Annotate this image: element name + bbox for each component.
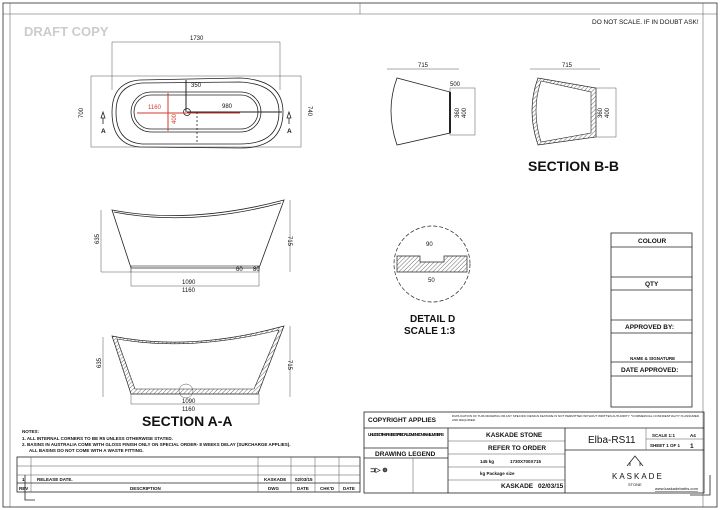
header-chkd: CHK'D — [320, 486, 335, 491]
dim-sectionb-depth: 715 — [562, 63, 573, 69]
note-line: ALL BASINS DO NOT COME WITH A WASTE FITT… — [29, 448, 144, 453]
rev-number: 1 — [22, 477, 25, 482]
dim-sectiona-base-inner: 1090 — [182, 399, 196, 405]
dim-sectionb-base-a: 360 — [598, 107, 604, 118]
rev-description: RELEASE DATE. — [37, 477, 73, 482]
weight-value: 145 kg — [480, 459, 494, 464]
brand-sub: STONE — [628, 482, 642, 487]
dim-detail-top: 90 — [426, 242, 433, 248]
product-size-value: 1730X700X715 — [510, 459, 542, 464]
drawing-legend-label: DRAWING LEGEND — [375, 451, 436, 458]
section-a-a-title: SECTION A-A — [142, 413, 232, 429]
approval-box: COLOUR QTY APPROVED BY: NAME & SIGNATURE… — [610, 232, 693, 408]
dim-end-base-a: 360 — [455, 107, 461, 118]
dim-side-base-inner: 1090 — [182, 280, 196, 286]
rev-date: 02/03/15 — [295, 477, 313, 482]
package-size-value: kg Package size — [480, 471, 515, 476]
dim-detail-bottom: 50 — [428, 278, 435, 284]
dim-side-base-outer: 1160 — [182, 288, 196, 294]
header-date-2: DATE — [343, 486, 355, 491]
header-date: DATE — [297, 486, 309, 491]
dim-end-top: 500 — [450, 82, 461, 88]
watermark: DRAFT COPY — [24, 24, 109, 39]
dim-sectiona-base-outer: 1160 — [182, 407, 196, 413]
scale-value: SCALE 1:1 — [652, 433, 676, 438]
dim-overall-length: 1730 — [190, 36, 204, 42]
website-link[interactable]: www.kaskadebaths.com — [655, 486, 699, 491]
dim-side-height-left: 635 — [95, 233, 101, 244]
brand-logo: KASKADE — [612, 472, 664, 481]
detail-d-scale: SCALE 1:3 — [404, 326, 456, 337]
dim-end-depth: 715 — [418, 63, 429, 69]
revision-value: 1 — [690, 443, 694, 450]
dim-width-left: 700 — [79, 107, 85, 118]
note-line: 2. BASINS IN AUSTRALIA COME WITH GLOSS F… — [22, 442, 290, 447]
notes: NOTES: 1. ALL INTERNAL CORNERS TO BE R5 … — [22, 429, 290, 453]
dim-side-base-b: 80 — [253, 267, 260, 273]
drawn-by-value: KASKADE — [501, 483, 534, 490]
dim-sectionb-base-b: 400 — [605, 107, 611, 118]
detail-d-title: DETAIL D — [410, 314, 455, 325]
finish-value: REFER TO ORDER — [488, 445, 546, 452]
section-marker-left: A — [101, 128, 106, 135]
material-value: KASKADE STONE — [486, 432, 543, 439]
paper-size: A4 — [690, 433, 696, 438]
sheet-number: SHEET 1 OF 1 — [650, 443, 681, 448]
house-logo-icon — [626, 455, 644, 467]
section-b-b-title: SECTION B-B — [528, 158, 619, 174]
revision-table: 1 RELEASE DATE. KASKADE 02/03/15 REV DES… — [16, 456, 361, 493]
dim-inner-width: 400 — [172, 113, 178, 124]
copyright-notice: DUPLICATION OF THIS DRAWING OR ANY SPECI… — [452, 414, 700, 422]
detail-d: 90 50 DETAIL D SCALE 1:3 — [393, 225, 471, 337]
end-view: 715 500 360 400 — [387, 63, 476, 146]
title-block: COPYRIGHT APPLIES DUPLICATION OF THIS DR… — [363, 411, 705, 494]
header-rev: REV — [19, 486, 28, 491]
dim-inner-length: 1160 — [148, 105, 162, 111]
header-description: DESCRIPTION — [130, 486, 161, 491]
approved-by-label: APPROVED BY: — [625, 324, 674, 331]
scale-warning: DO NOT SCALE. IF IN DOUBT ASK! — [592, 19, 699, 26]
dim-sectiona-height-left: 635 — [97, 357, 103, 368]
name-signature-label: NAME & SIGNATURE — [630, 356, 675, 361]
drawing-number: Elba-RS11 — [588, 435, 636, 446]
dim-width-right: 740 — [306, 106, 312, 117]
colour-label: COLOUR — [638, 238, 666, 245]
dim-waste-to-end: 980 — [222, 104, 233, 110]
rev-dwg: KASKADE — [264, 477, 286, 482]
dim-end-base-b: 400 — [462, 107, 468, 118]
section-marker-right: A — [287, 128, 292, 135]
plan-view: 1730 700 740 350 980 1160 400 A A — [79, 36, 312, 149]
projection-symbol: ⊐▷ ⊕ — [370, 466, 388, 474]
drawing-date-value: 02/03/15 — [538, 483, 564, 490]
date-approved-label: DATE APPROVED: — [621, 367, 678, 374]
dim-side-height-right: 715 — [286, 236, 292, 247]
side-view: 635 715 60 80 1090 1160 — [95, 199, 292, 294]
section-b-b: 715 360 400 SECTION B-B — [528, 63, 619, 174]
note-line: 1. ALL INTERNAL CORNERS TO BE R5 UNLESS … — [22, 436, 173, 441]
dim-side-base-a: 60 — [236, 267, 243, 273]
copyright-label: COPYRIGHT APPLIES — [368, 417, 437, 424]
notes-heading: NOTES: — [22, 429, 40, 434]
dim-waste-offset: 350 — [191, 83, 202, 89]
section-a-a: 635 715 1090 1160 SECTION A-A — [97, 325, 292, 429]
qty-label: QTY — [645, 281, 659, 288]
header-dwg: DWG — [268, 486, 279, 491]
dim-sectiona-height-right: 715 — [286, 360, 292, 371]
units-note: UNLESS OTHERWISE STATED ALL DIMENSIONS I… — [368, 432, 444, 437]
